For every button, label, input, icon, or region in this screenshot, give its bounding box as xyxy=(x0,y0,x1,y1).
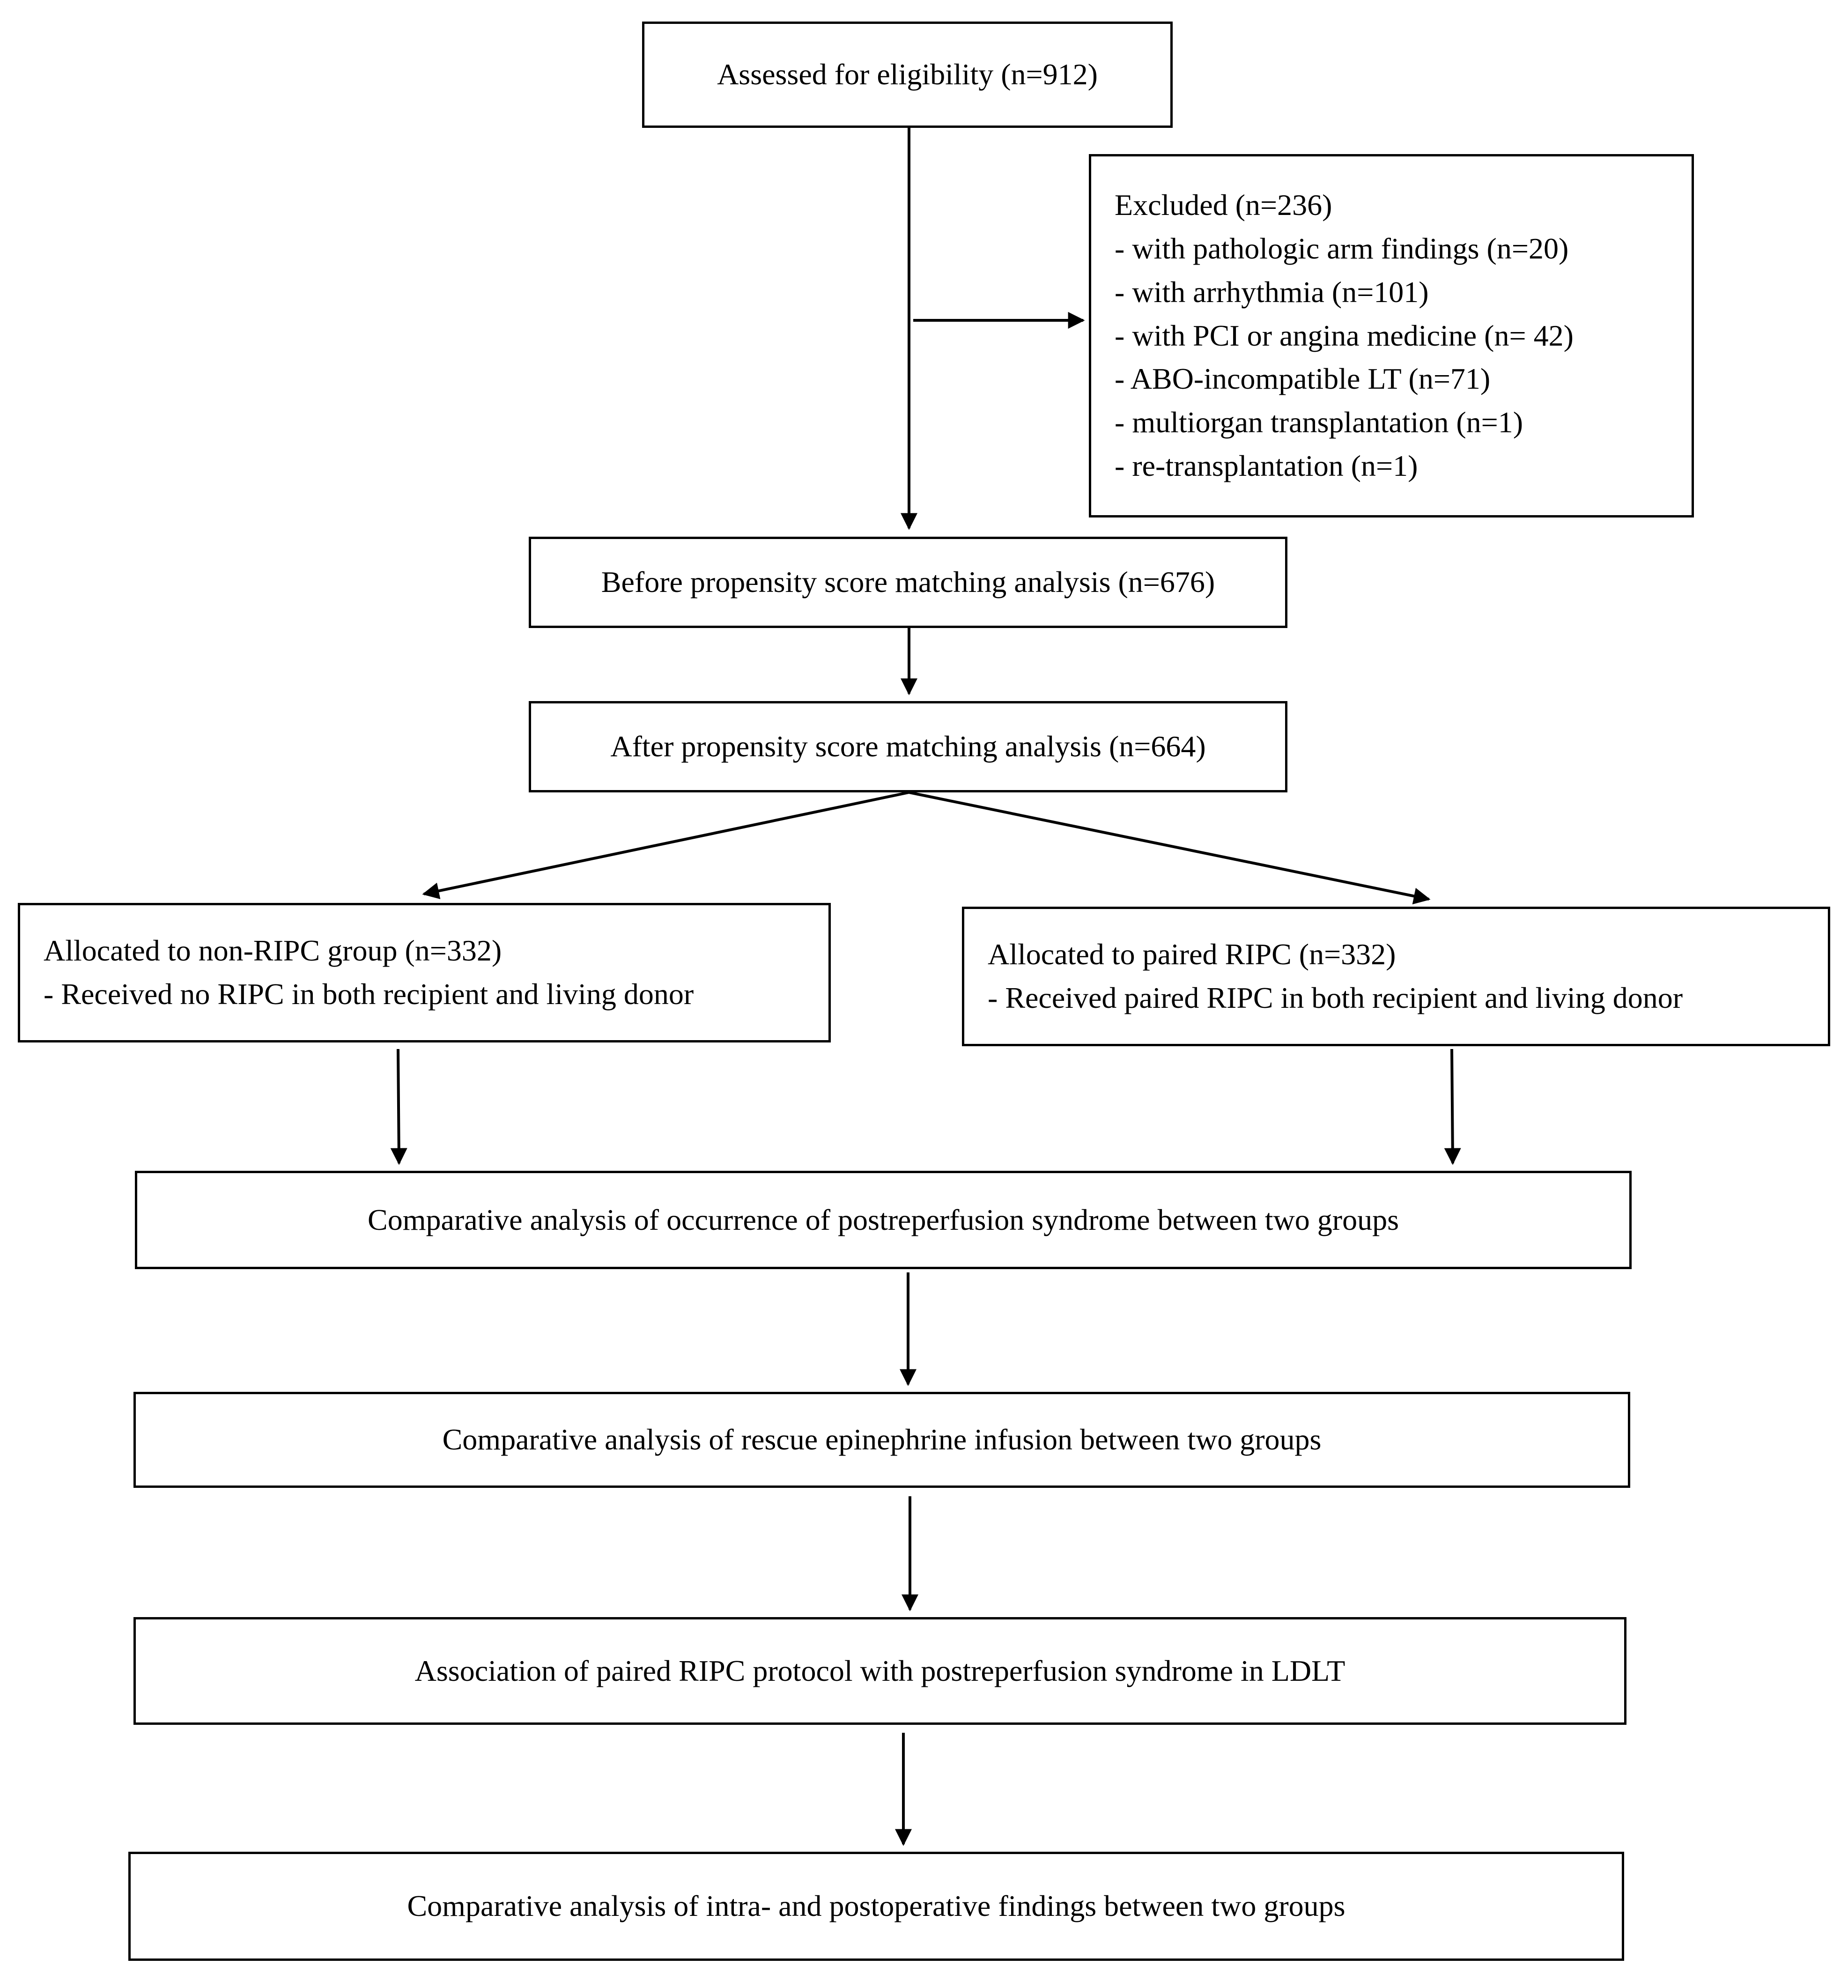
analysis-step-text: Comparative analysis of rescue epinephri… xyxy=(442,1423,1322,1456)
analysis-step-text: Comparative analysis of intra- and posto… xyxy=(407,1889,1345,1923)
analysis-step-box: Association of paired RIPC protocol with… xyxy=(133,1617,1626,1725)
analysis-step-box: Comparative analysis of rescue epinephri… xyxy=(133,1392,1630,1488)
excluded-item: with arrhythmia (n=101) xyxy=(1115,271,1692,314)
non-ripc-group-box: Allocated to non-RIPC group (n=332) Rece… xyxy=(18,903,831,1042)
analysis-step-box: Comparative analysis of intra- and posto… xyxy=(128,1852,1624,1961)
non-ripc-title: Allocated to non-RIPC group (n=332) xyxy=(44,934,502,968)
before-psm-box: Before propensity score matching analysi… xyxy=(529,537,1287,628)
analysis-step-box: Comparative analysis of occurrence of po… xyxy=(135,1171,1632,1269)
paired-ripc-detail: Received paired RIPC in both recipient a… xyxy=(988,976,1828,1020)
non-ripc-detail: Received no RIPC in both recipient and l… xyxy=(44,973,828,1016)
assessed-box: Assessed for eligibility (n=912) xyxy=(642,22,1173,128)
after-psm-text: After propensity score matching analysis… xyxy=(610,730,1206,763)
excluded-heading: Excluded (n=236) xyxy=(1115,188,1332,222)
paired-ripc-title: Allocated to paired RIPC (n=332) xyxy=(988,938,1396,971)
arrow-paired-ripc-to-analysis xyxy=(1444,1049,1461,1165)
analysis-step-text: Association of paired RIPC protocol with… xyxy=(414,1654,1345,1687)
assessed-text: Assessed for eligibility (n=912) xyxy=(717,58,1098,91)
excluded-item: multiorgan transplantation (n=1) xyxy=(1115,401,1692,444)
paired-ripc-group-box: Allocated to paired RIPC (n=332) Receive… xyxy=(962,907,1830,1046)
arrow-after-to-non-ripc xyxy=(422,791,909,899)
arrow-after-to-paired-ripc xyxy=(909,791,1431,905)
excluded-box: Excluded (n=236) with pathologic arm fin… xyxy=(1089,154,1694,517)
excluded-item: with PCI or angina medicine (n= 42) xyxy=(1115,314,1692,358)
excluded-item: with pathologic arm findings (n=20) xyxy=(1115,227,1692,271)
excluded-item: re-transplantation (n=1) xyxy=(1115,444,1692,488)
analysis-step-text: Comparative analysis of occurrence of po… xyxy=(368,1203,1399,1236)
after-psm-box: After propensity score matching analysis… xyxy=(529,701,1287,792)
excluded-item: ABO-incompatible LT (n=71) xyxy=(1115,357,1692,401)
before-psm-text: Before propensity score matching analysi… xyxy=(601,565,1215,599)
arrow-non-ripc-to-analysis xyxy=(390,1049,407,1165)
